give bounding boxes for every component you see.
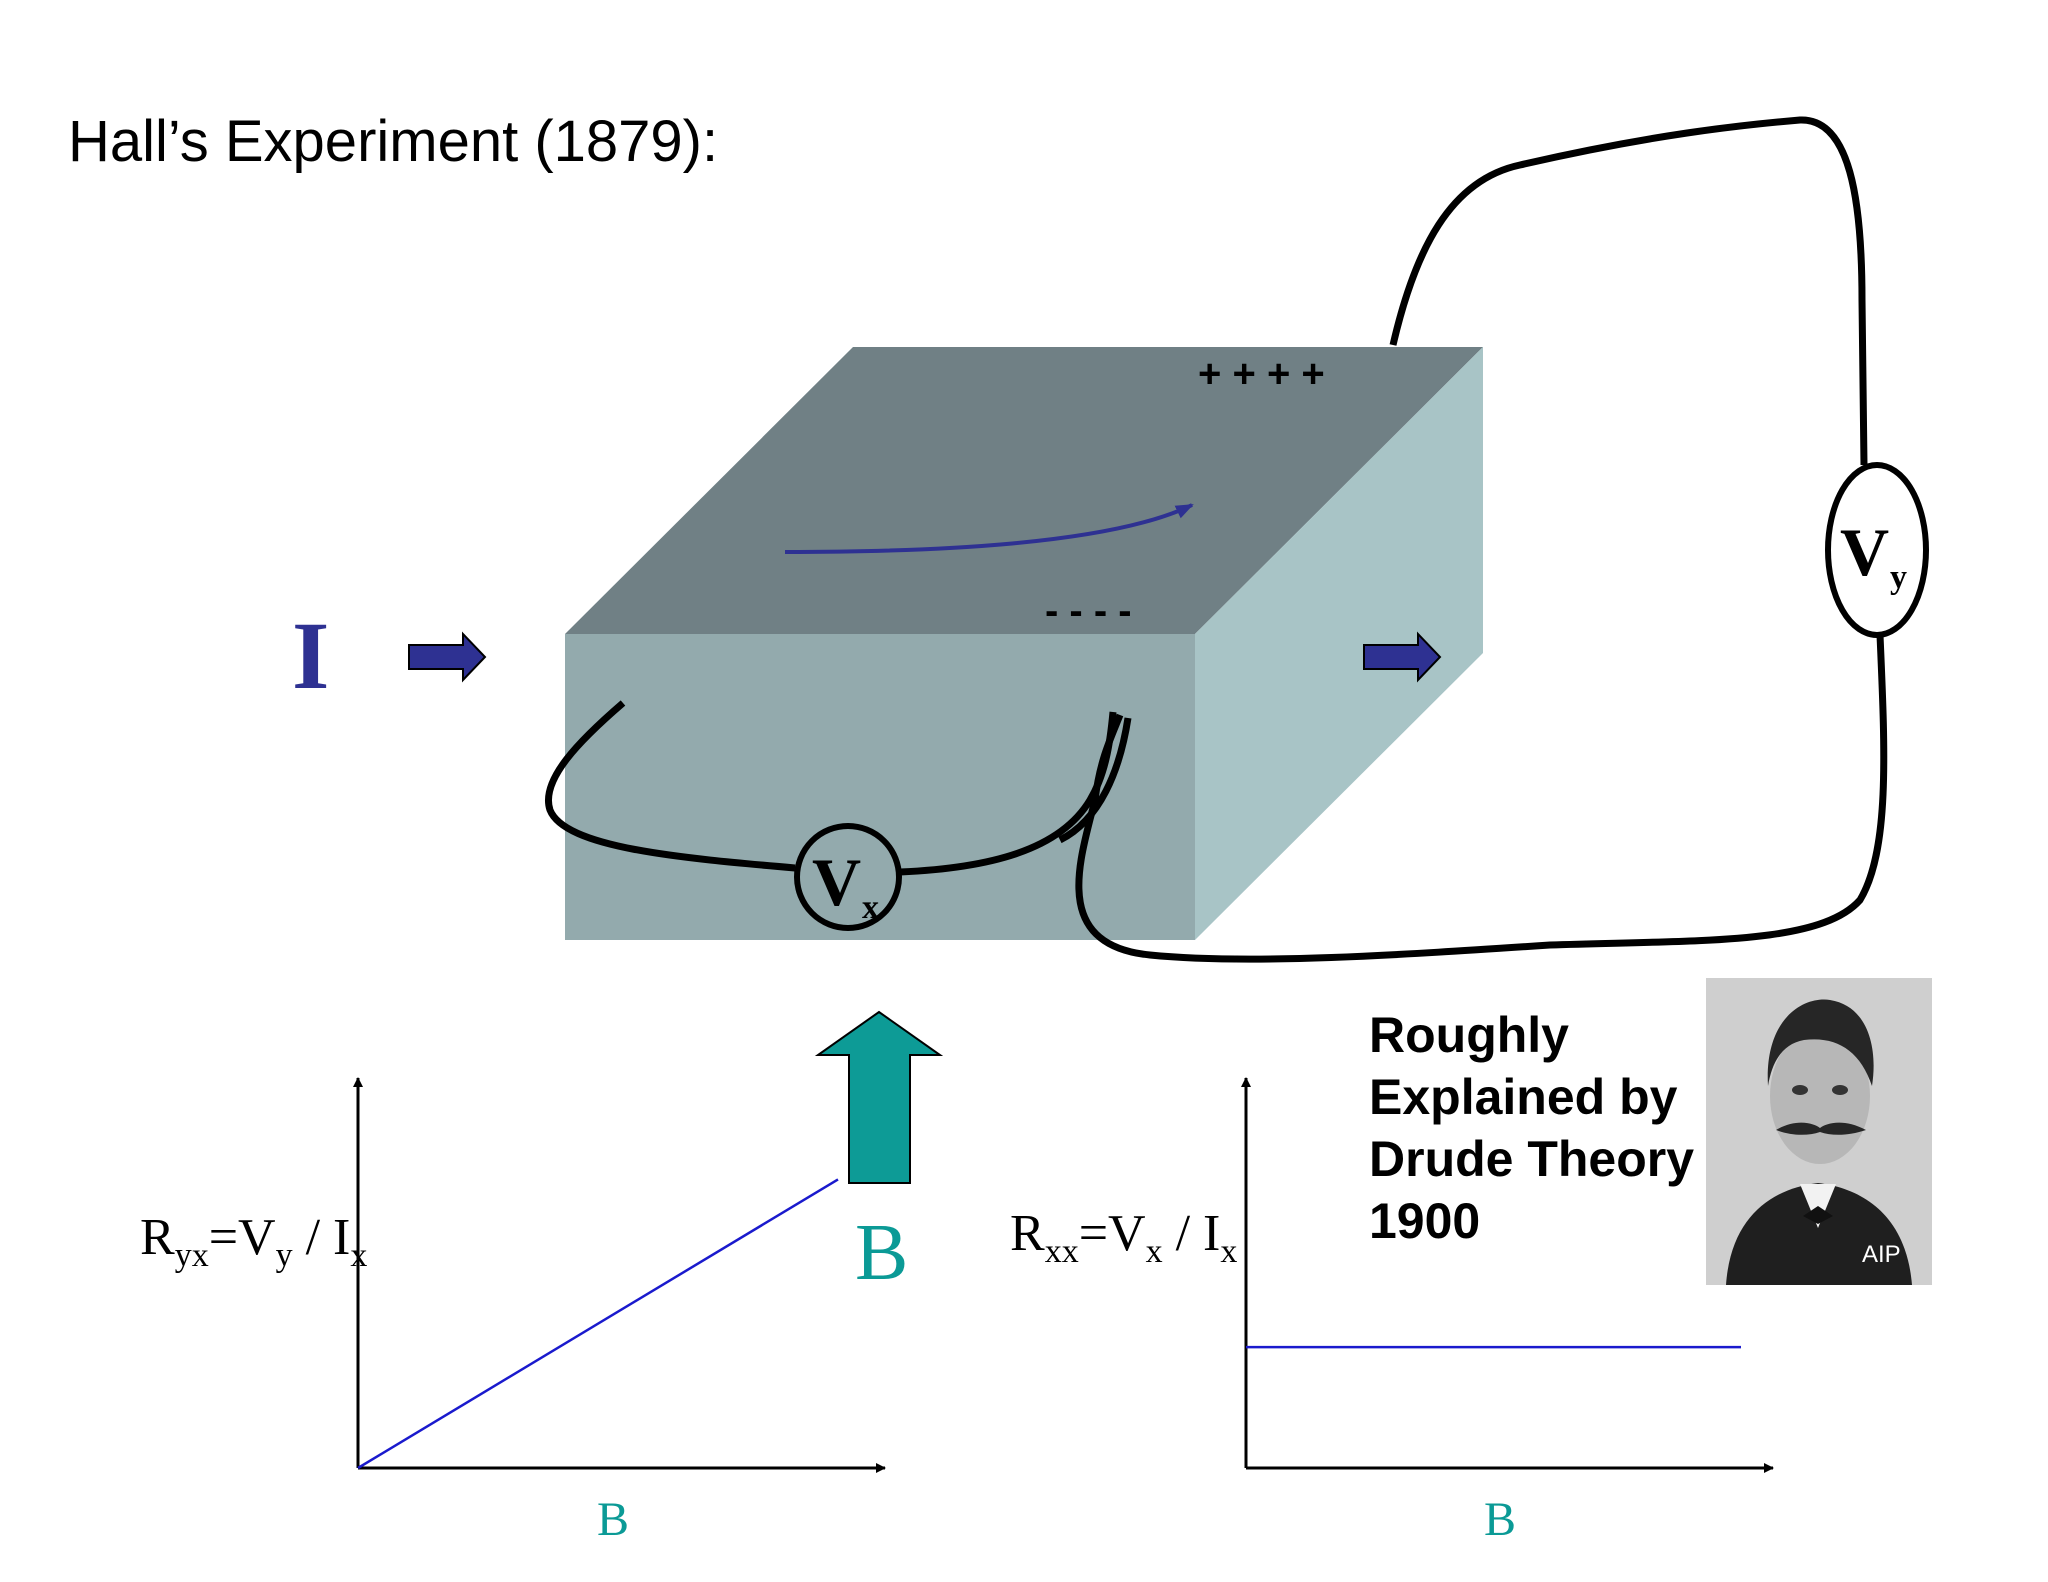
drude-line-4: 1900: [1369, 1193, 1481, 1249]
plus-charges: + + + +: [1198, 352, 1325, 396]
sample-top-face: [565, 347, 1483, 634]
field-arrow: [814, 1010, 944, 1184]
vy-wire-lower: [1075, 634, 1888, 963]
page-title: Hall’s Experiment (1879):: [68, 109, 719, 174]
field-label: B: [855, 1209, 909, 1297]
electron-path-arrow: [784, 503, 1194, 554]
portrait-watermark: AIP: [1862, 1241, 1901, 1268]
plot-left-xlabel: B: [597, 1493, 630, 1546]
current-label: I: [292, 602, 330, 709]
plot-right-xlabel: B: [1484, 1493, 1517, 1546]
sample-side-face: [1195, 347, 1483, 940]
vx-wire-right-lead: [1058, 717, 1132, 844]
drude-caption: Roughly Explained by Drude Theory 1900: [1369, 1004, 1694, 1252]
voltmeter-x-symbol: V: [812, 844, 861, 920]
plot-left-ylabel: Ryx=Vy / Ix: [140, 1209, 368, 1274]
voltmeter-y-symbol: V: [1840, 514, 1889, 590]
sample-front-face: [565, 634, 1195, 940]
vx-wire: [545, 700, 1117, 876]
voltmeter-y-subscript: y: [1890, 559, 1907, 596]
voltmeter-x-subscript: x: [862, 889, 879, 926]
voltmeter-x: [794, 823, 902, 931]
drude-line-3: Drude Theory: [1369, 1131, 1695, 1187]
current-arrow-in: [408, 631, 487, 683]
plot-right-ylabel: Rxx=Vx / Ix: [1010, 1205, 1238, 1270]
edwin-hall-portrait: AIP: [1706, 978, 1932, 1285]
current-arrow-out: [1363, 631, 1442, 683]
drude-line-2: Explained by: [1369, 1069, 1678, 1125]
voltmeter-y: [1825, 462, 1929, 638]
drude-line-1: Roughly: [1369, 1007, 1569, 1063]
minus-charges: - - - -: [1045, 589, 1132, 633]
vy-wire: [1389, 116, 1868, 466]
plot-left-series-line: [357, 1178, 839, 1470]
